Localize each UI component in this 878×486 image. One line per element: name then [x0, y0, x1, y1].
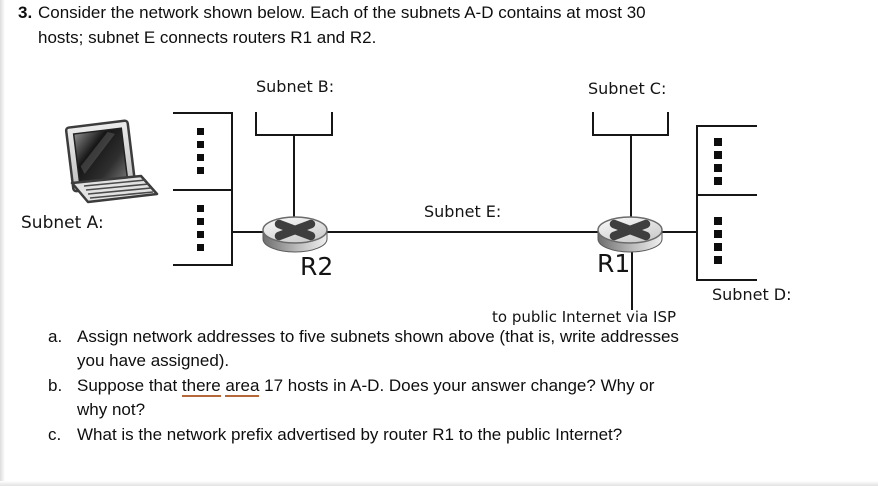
right-host-group-icon — [696, 125, 757, 281]
question-a-line2: you have assigned). — [77, 351, 230, 371]
problem-text-line: hosts; subnet E connects routers R1 and … — [38, 27, 377, 47]
computer-icon — [64, 119, 159, 204]
question-marker: c. — [48, 424, 62, 444]
question-list: a. Assign network addresses to five subn… — [48, 325, 679, 447]
subnet-b-bracket — [255, 112, 333, 136]
page-bottom-edge — [0, 481, 878, 486]
router-x-glyph — [609, 219, 651, 241]
problem-text-line: Consider the network shown below. Each o… — [38, 3, 646, 22]
router-r2-label: R2 — [300, 252, 334, 281]
left-host-bracket — [173, 112, 233, 266]
host-squares — [714, 138, 722, 264]
question-item-a: a. Assign network addresses to five subn… — [48, 325, 679, 374]
question-c-line1: What is the network prefix advertised by… — [77, 424, 623, 444]
question-b-line2: why not? — [77, 400, 146, 420]
question-item-c: c. What is the network prefix advertised… — [48, 423, 679, 447]
question-a-line1: Assign network addresses to five subnets… — [77, 327, 679, 346]
left-host-group-icon — [173, 112, 233, 266]
question-item-b: b. Suppose that there area 17 hosts in A… — [48, 374, 679, 423]
subnet-c-label: Subnet C: — [588, 79, 667, 98]
router-r1-label: R1 — [597, 249, 631, 278]
router-r1-icon — [597, 216, 663, 253]
subnet-d-label: Subnet D: — [712, 285, 792, 304]
right-host-bracket — [696, 125, 757, 281]
grammar-flagged-word: there — [181, 375, 221, 397]
page-left-edge — [0, 0, 5, 486]
router-x-glyph — [274, 219, 316, 241]
question-b-line1: Suppose that there area 17 hosts in A-D.… — [77, 374, 654, 398]
subnet-e-label: Subnet E: — [424, 202, 502, 221]
question-b-text: 17 hosts in A-D. Does your answer change… — [259, 375, 655, 395]
grammar-flagged-word: area — [225, 375, 260, 397]
isp-note: to public Internet via ISP — [492, 308, 677, 326]
subnet-b-label: Subnet B: — [256, 77, 335, 96]
question-marker: b. — [48, 375, 63, 395]
subnet-c-bracket — [592, 112, 669, 136]
host-squares — [197, 128, 204, 251]
question-b-text: Suppose that — [77, 375, 182, 395]
problem-number: 3. — [18, 3, 33, 22]
router-r2-icon — [262, 216, 328, 253]
subnet-a-label: Subnet A: — [21, 213, 104, 233]
problem-statement: 3. Consider the network shown below. Eac… — [18, 1, 646, 50]
question-marker: a. — [48, 327, 63, 346]
